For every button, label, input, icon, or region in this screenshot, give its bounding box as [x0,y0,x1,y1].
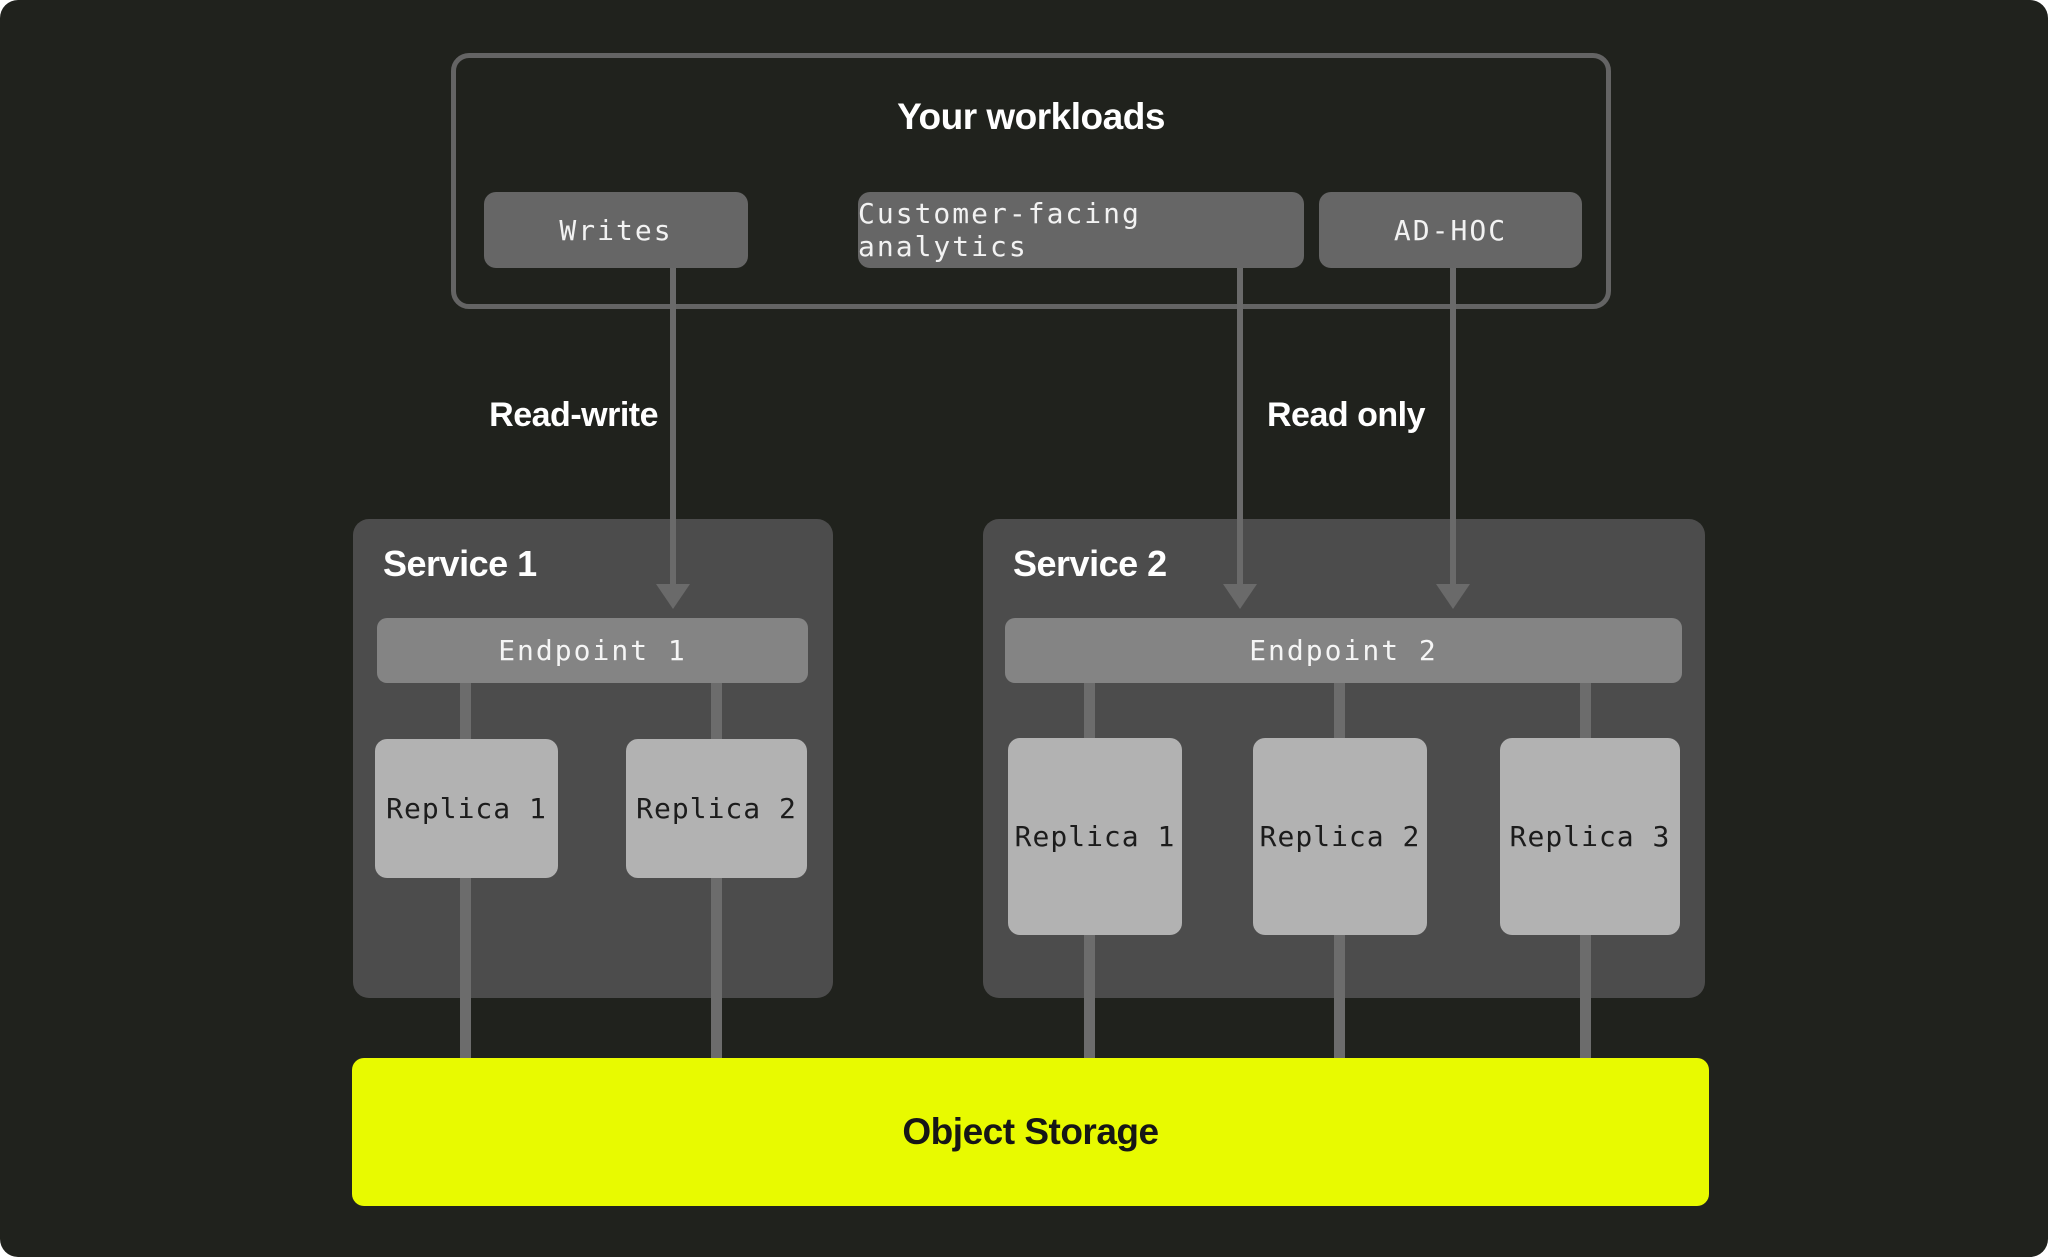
arrow-down-icon [1436,584,1470,609]
connector-line [1084,935,1095,1058]
flow-line-adhoc [1450,268,1456,584]
service-2-replica-3-node: Replica 3 [1500,738,1680,935]
service-1-title: Service 1 [383,543,537,584]
connector-line [1580,683,1591,738]
connector-line [711,878,722,1058]
object-storage-node: Object Storage [352,1058,1709,1206]
service-2-title: Service 2 [1013,543,1167,584]
object-storage-label: Object Storage [902,1111,1159,1152]
flow-label-read-only: Read only [1267,396,1425,434]
connector-line [711,683,722,739]
workload-node-ad-hoc: AD-HOC [1319,192,1582,268]
workload-node-writes: Writes [484,192,748,268]
connector-line [460,683,471,739]
connector-line [1334,935,1345,1058]
connector-line [1084,683,1095,738]
arrow-down-icon [1223,584,1257,609]
flow-label-read-write: Read-write [489,396,658,434]
connector-line [460,878,471,1058]
endpoint-2-node: Endpoint 2 [1005,618,1682,683]
workloads-group-box [451,53,1611,309]
flow-line-analytics [1237,268,1243,584]
service-1-replica-1-node: Replica 1 [375,739,558,878]
service-2-replica-2-node: Replica 2 [1253,738,1427,935]
service-1-replica-2-node: Replica 2 [626,739,807,878]
flow-line-writes [670,268,676,584]
connector-line [1334,683,1345,738]
connector-line [1580,935,1591,1058]
arrow-down-icon [656,584,690,609]
endpoint-1-node: Endpoint 1 [377,618,808,683]
workloads-title: Your workloads [897,96,1165,137]
workload-node-customer-facing-analytics: Customer-facing analytics [858,192,1304,268]
service-2-replica-1-node: Replica 1 [1008,738,1182,935]
